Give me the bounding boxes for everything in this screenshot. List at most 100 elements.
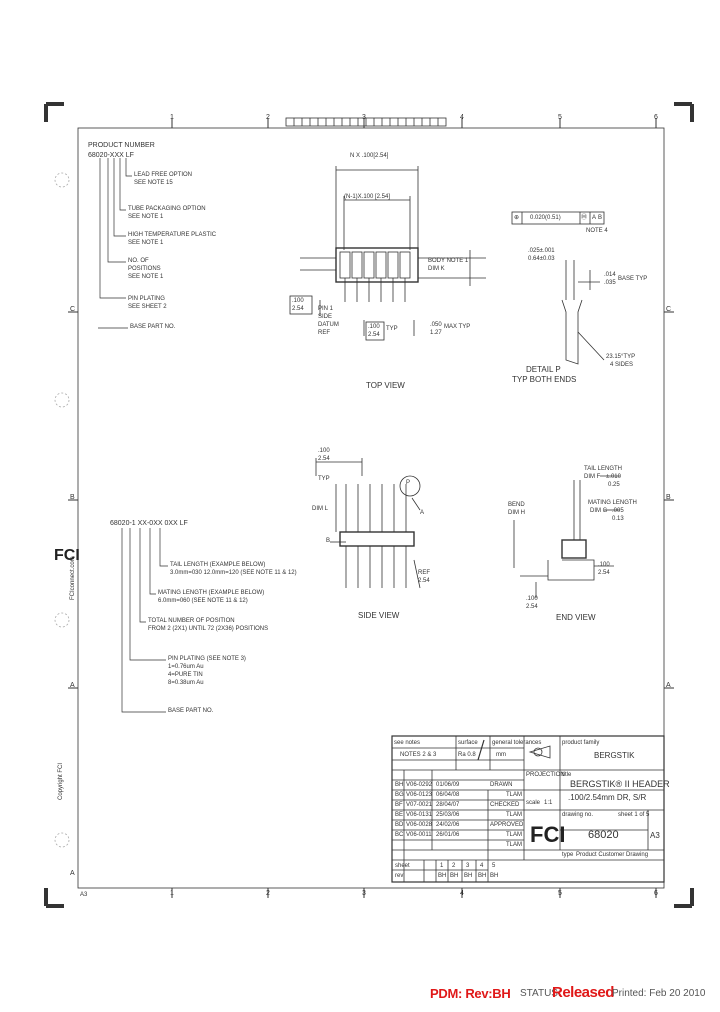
fcf-position-symbol: ⊕: [514, 215, 520, 221]
mating-length-values: 6.0mm=060 (SEE NOTE 11 & 12): [158, 598, 248, 604]
pin1-side: SIDE: [318, 314, 333, 320]
name-2: TLAM: [506, 812, 523, 818]
zone-number-4-bottom: 4: [460, 890, 464, 897]
drawing-number: 68020: [588, 829, 619, 841]
pdm-status-bar: PDM: Rev:BH STATUS: Released Printed: Fe…: [0, 982, 720, 1006]
copyright: Copyright FCI: [58, 762, 64, 800]
see-notes-value: NOTES 2 & 3: [400, 752, 437, 758]
approved-label: APPROVED: [490, 822, 524, 828]
type-label: type: [562, 852, 574, 858]
name-3: TLAM: [506, 832, 523, 838]
zone-number-3-bottom: 3: [362, 890, 366, 897]
top-pitch-mm: 2.54: [368, 332, 380, 338]
zone-number-5: 5: [558, 114, 562, 121]
detail-p-title: DETAIL P: [526, 365, 561, 374]
bend-dim-h: DIM H: [508, 510, 525, 516]
sheet-count: sheet 1 of 5: [618, 812, 650, 818]
body-note-1: BODY NOTE 1: [428, 258, 469, 264]
top-view-label: TOP VIEW: [366, 381, 405, 390]
zone-number-6-bottom: 6: [654, 890, 658, 897]
type-value: Product Customer Drawing: [576, 852, 649, 858]
rev-row-1-eco: V06-0292: [406, 782, 433, 788]
side-view-label: SIDE VIEW: [358, 611, 400, 620]
status-label: STATUS:: [520, 988, 561, 999]
fcf-datum-a: A: [592, 215, 597, 221]
tolerances-label: general tolerances: [492, 740, 542, 746]
max-typ: MAX TYP: [444, 324, 471, 330]
sheet-size: A3: [650, 831, 660, 840]
detail-p-drawing: [511, 211, 605, 365]
rev-row-1-date: 01/06/09: [436, 782, 460, 788]
square-pin-dim-in: .025±.001: [528, 248, 555, 254]
sheet-row-3: 3: [466, 863, 470, 869]
note-4: NOTE 4: [586, 228, 608, 234]
product-family-label: product family: [562, 740, 600, 746]
pin1-ref: REF: [318, 330, 330, 336]
pin1-label: PIN 1: [318, 306, 334, 312]
side-view-drawing: [315, 458, 421, 589]
product-number-title: PRODUCT NUMBER: [88, 142, 155, 149]
total-positions-range: FROM 2 (2X1) UNTIL 72 (2X36) POSITIONS: [148, 626, 269, 632]
base-dim-in: .014: [604, 272, 616, 278]
scale-label: scale: [526, 800, 541, 806]
see-notes-label: see notes: [394, 740, 421, 746]
fcf-mmc: Ⓜ: [581, 215, 588, 221]
zone-number-4: 4: [460, 114, 464, 121]
body-width-mm: 2.54: [292, 306, 304, 312]
side-pitch-in: .100: [318, 448, 330, 454]
pin-plating-option: PIN PLATING: [128, 296, 165, 302]
rev-row-4-eco: V06-0131: [406, 812, 433, 818]
rev-row-5-date: 24/02/06: [436, 822, 460, 828]
tail-tol-mm: 0.25: [608, 482, 620, 488]
tube-note: SEE NOTE 1: [128, 214, 164, 220]
side-pitch-mm: 2.54: [318, 456, 330, 462]
surface-value: Ra 0.8: [458, 752, 476, 758]
rev-row-3-eco: V07-0021: [406, 802, 433, 808]
mating-length-title: MATING LENGTH (EXAMPLE BELOW): [158, 590, 265, 596]
sheet-row-4: 4: [480, 863, 484, 869]
side-pitch-typ: TYP: [318, 476, 330, 482]
rev-row-s1: BH: [438, 873, 447, 879]
rev-row-6-eco: V06-0011: [406, 832, 432, 838]
zone-letter-b-right: B: [666, 494, 671, 501]
title-block-lines: [391, 735, 665, 883]
mating-length-label: MATING LENGTH: [588, 500, 637, 506]
zone-letter-c: C: [70, 306, 76, 313]
end-ref-in: .100: [598, 562, 610, 568]
body-width-in: .100: [292, 298, 304, 304]
product-number-code: 68020-XXX LF: [88, 152, 134, 159]
drawing-no-label: drawing no.: [562, 812, 594, 818]
tail-length-label: TAIL LENGTH: [584, 466, 623, 472]
fci-logo-titleblock: FCI: [530, 822, 565, 847]
title-label: title: [562, 772, 572, 778]
positions-line1: NO. OF: [128, 258, 149, 264]
zone-letter-b: B: [70, 494, 75, 501]
zone-letter-a: A: [70, 682, 75, 689]
side-url: FCIconnect.com: [70, 556, 76, 600]
scale-value: 1:1: [544, 800, 553, 806]
detail-p-subtitle: TYP BOTH ENDS: [512, 375, 577, 384]
svg-text:FCI: FCI: [54, 547, 80, 564]
zone-number-6: 6: [654, 114, 658, 121]
rev-row-6-date: 26/01/06: [436, 832, 460, 838]
rev-row-s5: BH: [490, 873, 499, 879]
r050-in: .050: [430, 322, 442, 328]
top-pitch-typ: TYP: [386, 326, 398, 332]
top-pitch-in: .100: [368, 324, 380, 330]
small-mark: A3: [80, 892, 88, 898]
status-value: Released: [552, 984, 614, 1001]
mating-tol-mm: 0.13: [612, 516, 624, 522]
tail-dim-f: DIM F: [584, 474, 601, 480]
tail-tol-in: ±.010: [606, 474, 621, 480]
top-view-drawing: [289, 166, 486, 341]
end-view-drawing: [513, 475, 620, 598]
side-ref: REF: [418, 570, 430, 576]
drawing-frame: [44, 102, 694, 908]
side-dim-l: DIM L: [312, 506, 329, 512]
rev-row-s3: BH: [464, 873, 473, 879]
dim-n-minus-1-pitch: (N-1)X.100 [2.54]: [344, 194, 391, 200]
end-ref-mm: 2.54: [598, 570, 610, 576]
rev-row-5: BD: [395, 822, 404, 828]
rev-row-s4: BH: [478, 873, 487, 879]
